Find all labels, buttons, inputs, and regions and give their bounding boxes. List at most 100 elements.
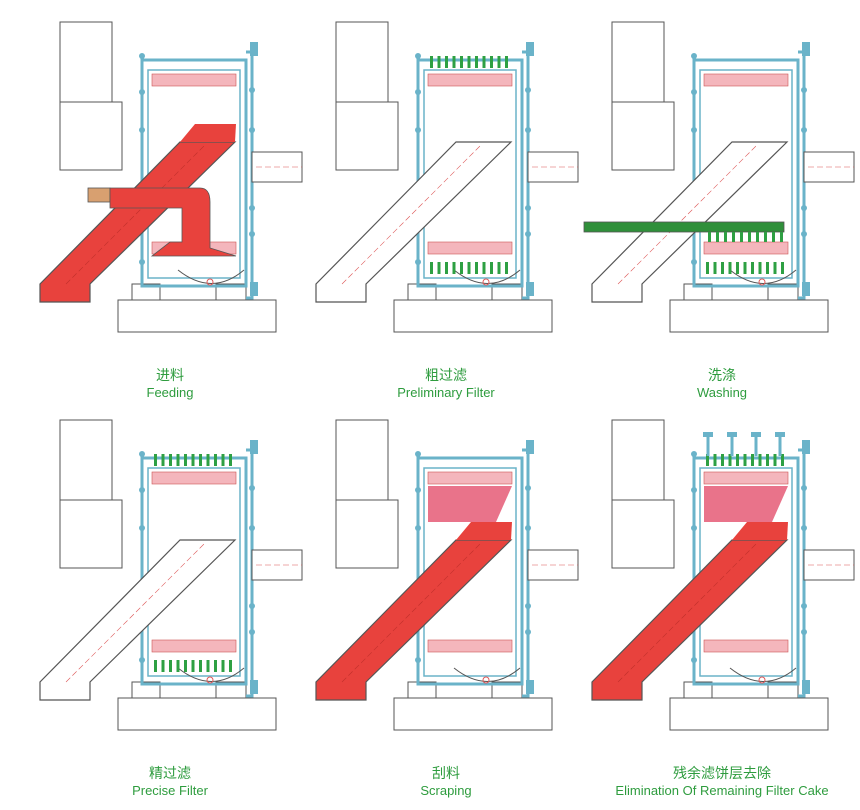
bottom-spray-nozzle bbox=[505, 262, 508, 274]
step-label-cn: 进料 bbox=[156, 368, 184, 384]
motor-housing bbox=[611, 21, 665, 103]
bottom-spray-nozzle bbox=[430, 262, 433, 274]
bolt bbox=[249, 629, 255, 635]
top-spray-nozzle bbox=[721, 454, 724, 466]
bolt bbox=[801, 87, 807, 93]
flange bbox=[526, 282, 534, 296]
feed-chute bbox=[315, 141, 513, 303]
top-spray-nozzle bbox=[430, 56, 433, 68]
top-spray-nozzle bbox=[766, 454, 769, 466]
bottom-spray-nozzle bbox=[221, 660, 225, 672]
bolt bbox=[249, 87, 255, 93]
bolt bbox=[139, 487, 145, 493]
bolt bbox=[801, 205, 807, 211]
bolt bbox=[525, 525, 531, 531]
drain-valve bbox=[206, 278, 214, 286]
drain-valve bbox=[482, 278, 490, 286]
discharge-bowl bbox=[729, 667, 797, 682]
bolt bbox=[139, 259, 145, 265]
chute-centre-line bbox=[341, 143, 483, 285]
step-label-en: Precise Filter bbox=[132, 783, 208, 798]
bolt bbox=[249, 205, 255, 211]
bolt bbox=[139, 525, 145, 531]
top-spray-nozzle bbox=[497, 56, 501, 68]
top-spray-nozzle bbox=[199, 454, 202, 466]
step-label-cn: 精过滤 bbox=[149, 766, 191, 782]
bottom-spray-nozzle bbox=[475, 262, 478, 274]
top-spray-nozzle bbox=[467, 56, 471, 68]
top-spray-nozzle bbox=[452, 56, 456, 68]
top-spray-nozzle bbox=[154, 454, 157, 466]
bottom-spray-nozzle bbox=[706, 262, 709, 274]
valve-cap bbox=[751, 432, 761, 437]
top-spray-nozzle bbox=[176, 454, 180, 466]
bolt bbox=[139, 53, 145, 59]
bolt bbox=[249, 525, 255, 531]
machine-illustration bbox=[591, 419, 855, 731]
bottom-spray-nozzle bbox=[766, 262, 769, 274]
bolt bbox=[525, 629, 531, 635]
valve-cap bbox=[703, 432, 713, 437]
top-spray-nozzle bbox=[706, 454, 709, 466]
bolt bbox=[801, 629, 807, 635]
feed-chute bbox=[39, 539, 237, 701]
top-filter-cake bbox=[703, 471, 789, 485]
bolt bbox=[139, 89, 145, 95]
bolt bbox=[691, 451, 697, 457]
wash-spray-nozzle bbox=[780, 232, 783, 242]
foundation bbox=[393, 697, 553, 731]
bolt bbox=[249, 603, 255, 609]
feed-pipe bbox=[109, 187, 237, 257]
chute-inlet-fill bbox=[456, 522, 512, 540]
top-spray-nozzle bbox=[736, 454, 739, 466]
flange bbox=[526, 680, 534, 694]
chute-centre-line bbox=[617, 541, 759, 683]
motor-housing bbox=[59, 419, 113, 501]
top-filter-cake bbox=[151, 73, 237, 87]
bottom-spray-nozzle bbox=[713, 262, 717, 274]
bolt bbox=[801, 485, 807, 491]
bottom-filter-cake bbox=[703, 639, 789, 653]
bottom-spray-nozzle bbox=[452, 262, 456, 274]
top-spray-nozzle bbox=[460, 56, 463, 68]
wash-pipe bbox=[583, 221, 785, 233]
top-spray-nozzle bbox=[773, 454, 777, 466]
feed-inlet-coupling bbox=[87, 187, 111, 203]
bolt bbox=[691, 53, 697, 59]
valve-cap bbox=[727, 432, 737, 437]
flange bbox=[250, 680, 258, 694]
discharge-bowl bbox=[453, 667, 521, 682]
step-label-en: Preliminary Filter bbox=[397, 385, 495, 400]
motor-base bbox=[611, 499, 675, 569]
bolt bbox=[415, 525, 421, 531]
chute-centre-line bbox=[65, 541, 207, 683]
drain-valve bbox=[482, 676, 490, 684]
bolt bbox=[525, 603, 531, 609]
top-spray-nozzle bbox=[229, 454, 232, 466]
bolt bbox=[525, 485, 531, 491]
step-label-en: Feeding bbox=[146, 385, 194, 400]
top-spray-nozzle bbox=[169, 454, 172, 466]
top-cake-deposit bbox=[704, 486, 788, 522]
bottom-spray-nozzle bbox=[437, 262, 441, 274]
top-spray-nozzle bbox=[221, 454, 225, 466]
bottom-spray-nozzle bbox=[199, 660, 202, 672]
flange bbox=[802, 282, 810, 296]
bottom-spray-nozzle bbox=[721, 262, 724, 274]
bolt bbox=[415, 487, 421, 493]
top-spray-nozzle bbox=[161, 454, 165, 466]
bolt bbox=[139, 127, 145, 133]
bolt bbox=[249, 231, 255, 237]
step-label-cn: 洗涤 bbox=[708, 368, 736, 384]
foundation bbox=[669, 299, 829, 333]
bottom-spray-nozzle bbox=[154, 660, 157, 672]
top-spray-nozzle bbox=[482, 56, 486, 68]
wash-spray-nozzle bbox=[716, 232, 719, 242]
bolt bbox=[525, 127, 531, 133]
bolt bbox=[801, 603, 807, 609]
bottom-spray-nozzle bbox=[728, 262, 732, 274]
bottom-spray-nozzle bbox=[781, 262, 784, 274]
bolt bbox=[415, 53, 421, 59]
